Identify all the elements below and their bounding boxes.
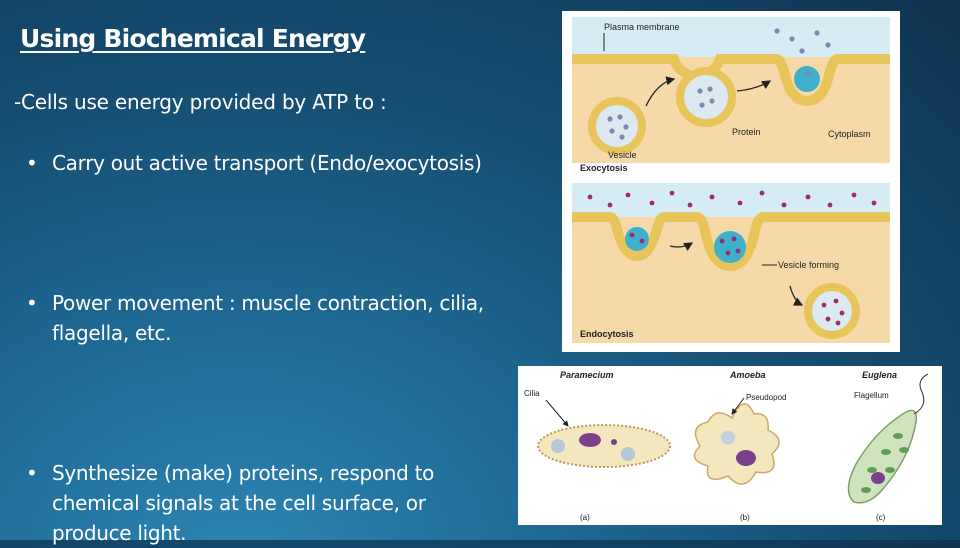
panel-label-a: (a) (580, 513, 590, 522)
organelle (611, 439, 617, 445)
intro-text: -Cells use energy provided by ATP to : (14, 90, 387, 114)
paramecium-nucleus (579, 433, 601, 447)
plasma-membrane (572, 212, 890, 272)
arrow (736, 80, 772, 92)
endocytic-vesicle (804, 283, 860, 339)
label-flagellum: Flagellum (854, 391, 889, 400)
protein-particles (607, 28, 831, 140)
bullet-item: • Synthesize (make) proteins, respond to… (26, 458, 496, 548)
vesicle (588, 97, 646, 155)
label-vesicle: Vesicle (608, 150, 637, 160)
contractile-vacuole (621, 447, 635, 461)
label-cytoplasm: Cytoplasm (828, 129, 871, 139)
bullet-symbol: • (26, 291, 38, 315)
flagellum (913, 373, 929, 415)
label-amoeba: Amoeba (729, 370, 766, 380)
label-vesicle-forming: Vesicle forming (778, 260, 839, 270)
protist-movement-figure: Paramecium Amoeba Euglena Cilia Pseudopo… (518, 366, 942, 525)
fusing-vesicle (676, 67, 736, 127)
releasing-vesicle (794, 66, 820, 92)
euglena-body (847, 409, 918, 504)
panel-label-b: (b) (740, 513, 750, 522)
bullet-list: • Carry out active transport (Endo/exocy… (26, 148, 496, 545)
bullet-text: Power movement : muscle contraction, cil… (52, 291, 484, 345)
extracellular-fluid (572, 17, 890, 57)
label-endocytosis: Endocytosis (580, 329, 634, 339)
bullet-symbol: • (26, 151, 38, 175)
label-plasma-membrane: Plasma membrane (604, 22, 680, 32)
label-line (731, 397, 745, 415)
euglena-nucleus (871, 472, 885, 484)
bullet-item: • Carry out active transport (Endo/exocy… (26, 148, 496, 178)
label-protein: Protein (732, 127, 761, 137)
exo-endocytosis-figure: Plasma membrane Vesicle Protein Cytoplas… (562, 11, 900, 352)
bullet-text: Synthesize (make) proteins, respond to c… (52, 461, 435, 545)
amoeba-vacuole (721, 431, 735, 445)
label-euglena: Euglena (862, 370, 897, 380)
bullet-text: Carry out active transport (Endo/exocyto… (52, 151, 482, 175)
extracellular-fluid (572, 183, 890, 217)
chloroplasts (861, 433, 909, 493)
bullet-symbol: • (26, 461, 38, 485)
slide-title: Using Biochemical Energy (20, 24, 366, 53)
label-line (545, 399, 569, 427)
invagination-fluid (625, 227, 649, 251)
endocytosed-particles (587, 190, 877, 326)
label-cilia: Cilia (524, 389, 540, 398)
amoeba-nucleus (736, 450, 756, 466)
exo-endocytosis-diagram: Plasma membrane Vesicle Protein Cytoplas… (572, 17, 890, 343)
protist-diagram: Paramecium Amoeba Euglena Cilia Pseudopo… (524, 370, 929, 522)
contractile-vacuole (551, 439, 565, 453)
arrow (789, 285, 804, 306)
arrow (669, 242, 694, 251)
bullet-item: • Power movement : muscle contraction, c… (26, 288, 496, 348)
label-exocytosis: Exocytosis (580, 163, 628, 173)
vesicle-forming (714, 231, 746, 263)
arrow (645, 76, 676, 107)
panel-label-c: (c) (876, 513, 886, 522)
label-paramecium: Paramecium (560, 370, 614, 380)
amoeba-body (693, 403, 780, 485)
label-pseudopod: Pseudopod (746, 393, 786, 402)
paramecium-body (537, 424, 671, 468)
